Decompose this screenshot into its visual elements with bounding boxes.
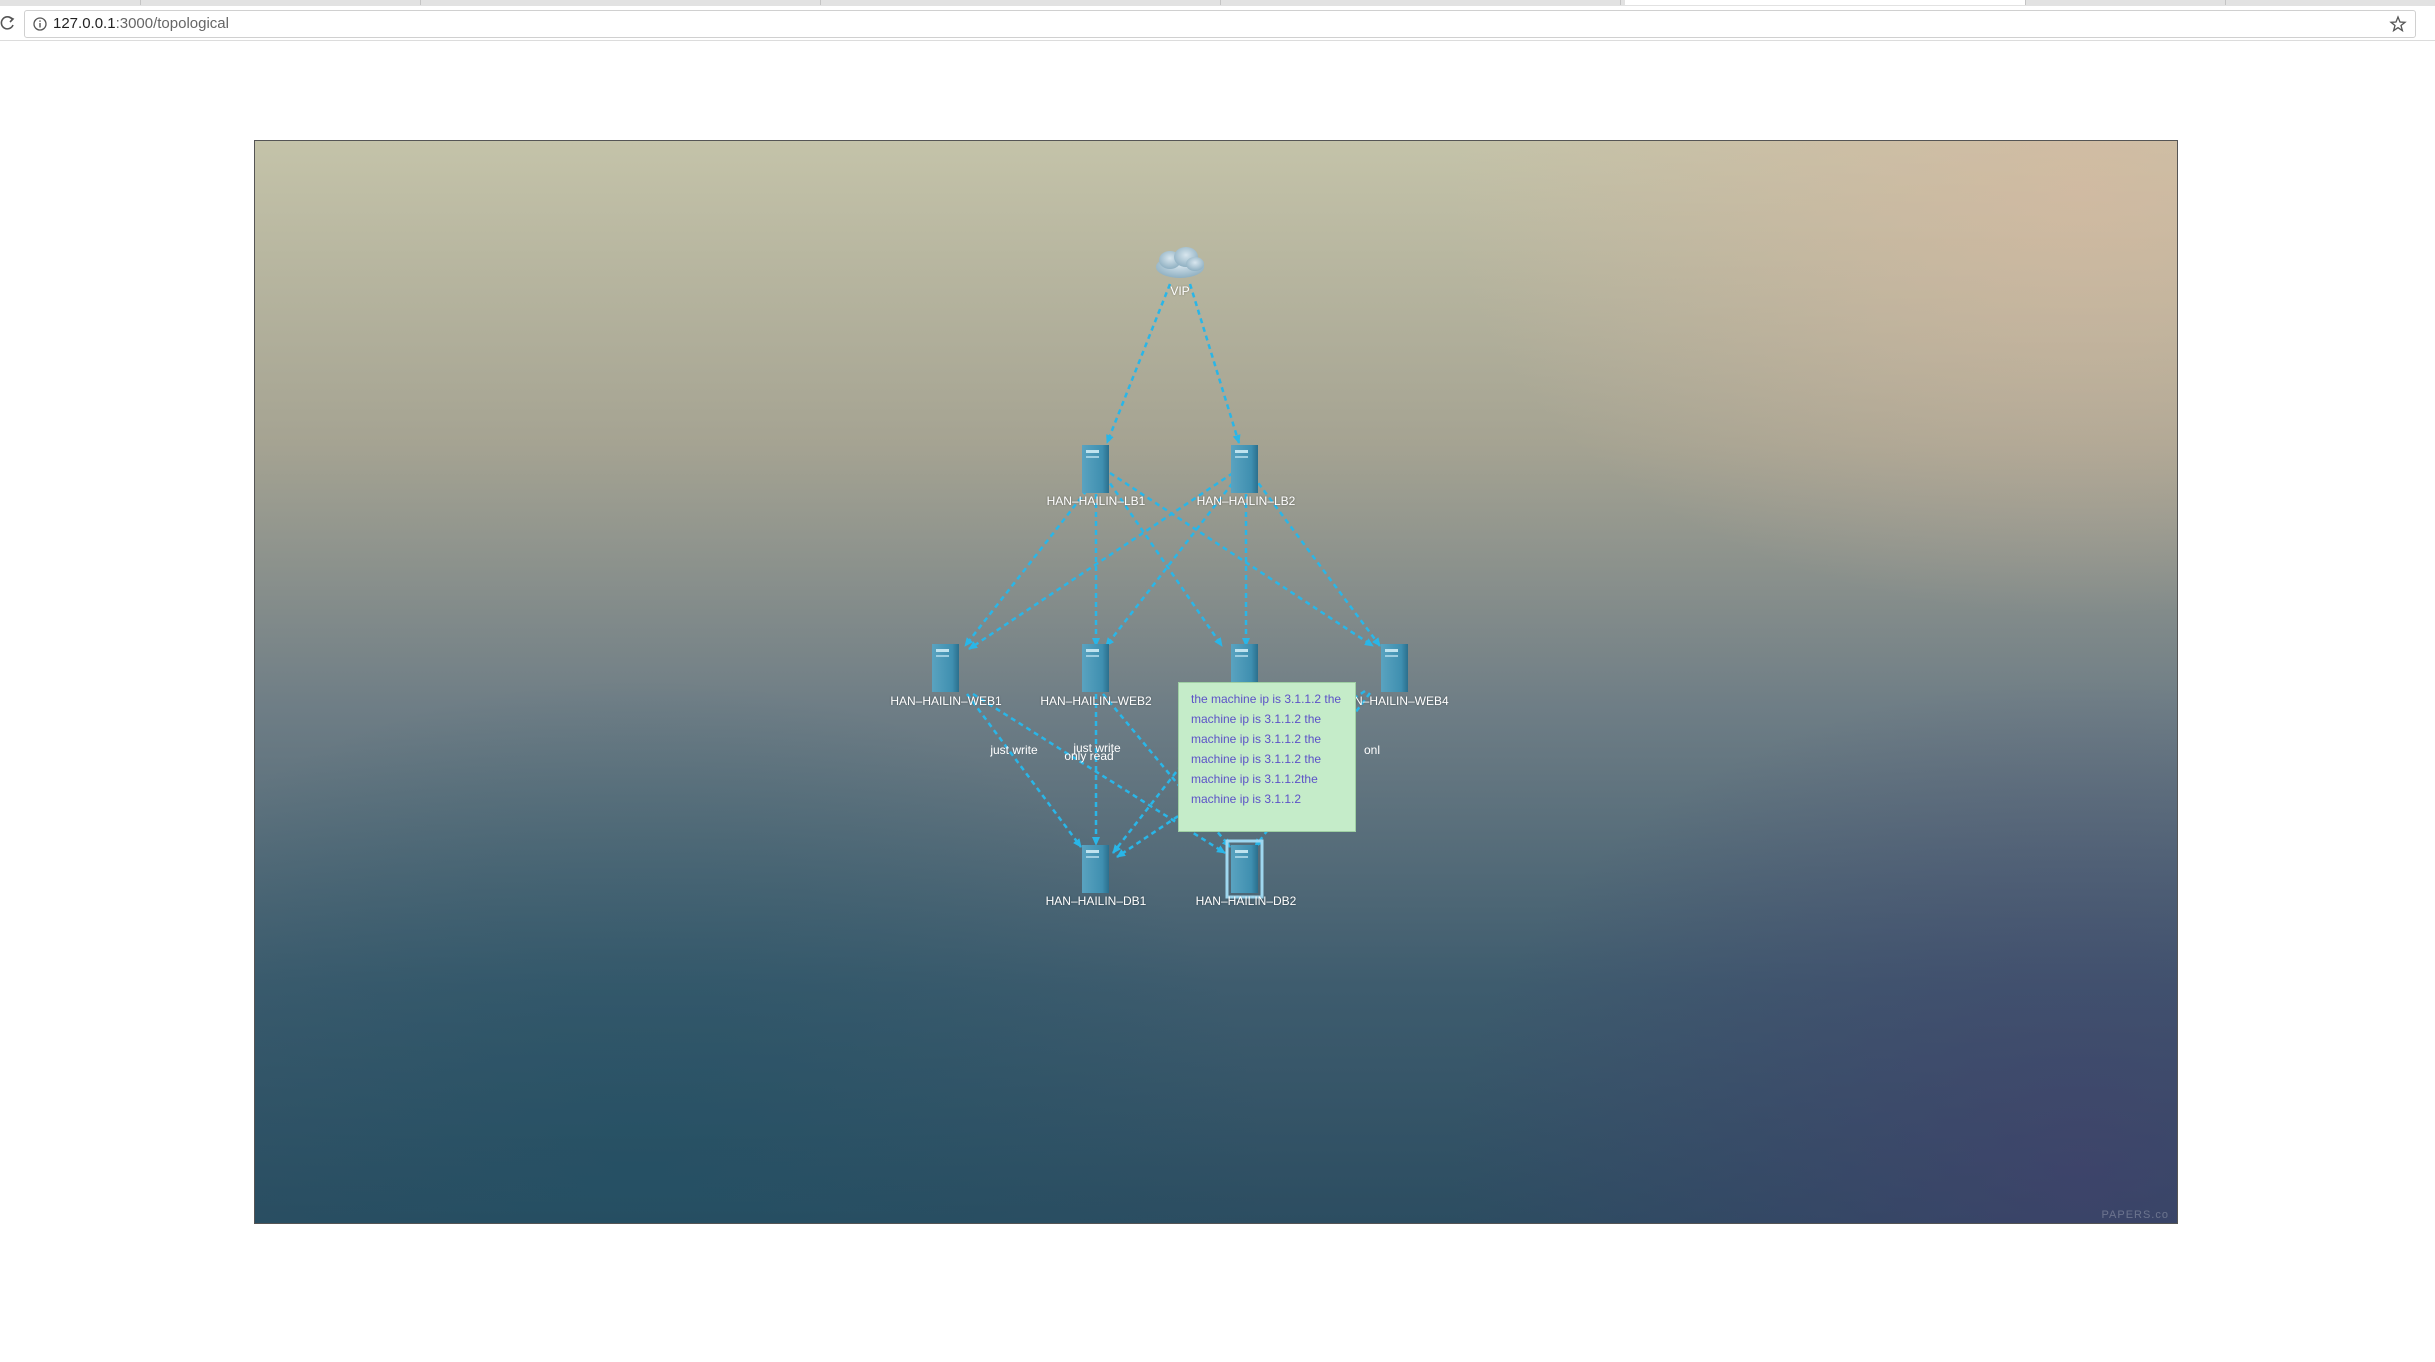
edge-label-web3-partial: onl xyxy=(1363,743,1381,757)
edge-vip-lb1[interactable] xyxy=(1105,283,1172,444)
browser-tab[interactable] xyxy=(1220,0,1621,5)
address-bar[interactable]: 127.0.0.1:3000/topological xyxy=(24,10,2416,38)
url-host: 127.0.0.1 xyxy=(53,15,116,32)
edge-web1-db1[interactable] xyxy=(965,693,1083,848)
server-icon[interactable] xyxy=(1082,644,1109,692)
browser-toolbar: 127.0.0.1:3000/topological xyxy=(0,6,2435,41)
node-label-lb2: HAN–HAILIN–LB2 xyxy=(1196,494,1296,508)
edge-vip-lb2[interactable] xyxy=(1188,283,1241,444)
browser-tab[interactable] xyxy=(2225,0,2435,5)
node-label-lb1: HAN–HAILIN–LB1 xyxy=(1046,494,1146,508)
edge-lb1-web4[interactable] xyxy=(1109,471,1374,648)
url-text[interactable]: 127.0.0.1:3000/topological xyxy=(53,16,229,32)
edge-label-web1-db: just write xyxy=(990,743,1038,757)
server-icon[interactable] xyxy=(932,644,959,692)
server-icon[interactable] xyxy=(1381,644,1408,692)
node-label-web2: HAN–HAILIN–WEB2 xyxy=(1040,694,1152,708)
topology-canvas[interactable]: VIP HAN–HAILIN–LB1 HAN–HAILIN–LB2 HAN–HA… xyxy=(254,140,2178,1224)
reload-icon[interactable] xyxy=(0,14,16,32)
edge-web3-db1[interactable] xyxy=(1112,693,1238,854)
browser-tab[interactable] xyxy=(0,0,141,5)
browser-tab[interactable] xyxy=(2025,0,2226,5)
node-label-web4: HAN–HAILIN–WEB4 xyxy=(1337,694,1449,708)
cloud-icon[interactable] xyxy=(1156,247,1204,278)
edge-web1-db2[interactable] xyxy=(972,692,1226,855)
node-label-vip: VIP xyxy=(1170,284,1190,298)
node-label-db2: HAN–HAILIN–DB2 xyxy=(1195,894,1297,908)
browser-tab-active[interactable] xyxy=(1625,0,2026,5)
browser-tab[interactable] xyxy=(140,0,421,5)
browser-tab[interactable] xyxy=(420,0,821,5)
watermark: PAPERS.co xyxy=(2101,1209,2169,1221)
tooltip-text: the machine ip is 3.1.1.2 the machine ip… xyxy=(1191,692,1342,806)
server-icon[interactable] xyxy=(1231,445,1258,493)
topology-graph xyxy=(932,247,1408,899)
node-label-web1: HAN–HAILIN–WEB1 xyxy=(890,694,1002,708)
node-label-db1: HAN–HAILIN–DB1 xyxy=(1045,894,1147,908)
url-path: :3000/topological xyxy=(115,15,229,32)
edge-label-web2-write: just write xyxy=(1073,741,1121,755)
star-icon[interactable] xyxy=(2389,15,2407,33)
server-icon-selected[interactable] xyxy=(1225,839,1264,899)
node-tooltip: the machine ip is 3.1.1.2 the machine ip… xyxy=(1178,682,1356,832)
edge-label-web2-read: only read xyxy=(1064,749,1114,763)
edge-lb1-web3[interactable] xyxy=(1103,475,1224,647)
server-icon[interactable] xyxy=(1082,845,1109,893)
info-icon[interactable] xyxy=(33,17,47,31)
browser-tab[interactable] xyxy=(820,0,1221,5)
server-icon[interactable] xyxy=(1082,445,1109,493)
edge-lb2-web1[interactable] xyxy=(968,471,1234,651)
tab-strip xyxy=(0,0,2435,6)
